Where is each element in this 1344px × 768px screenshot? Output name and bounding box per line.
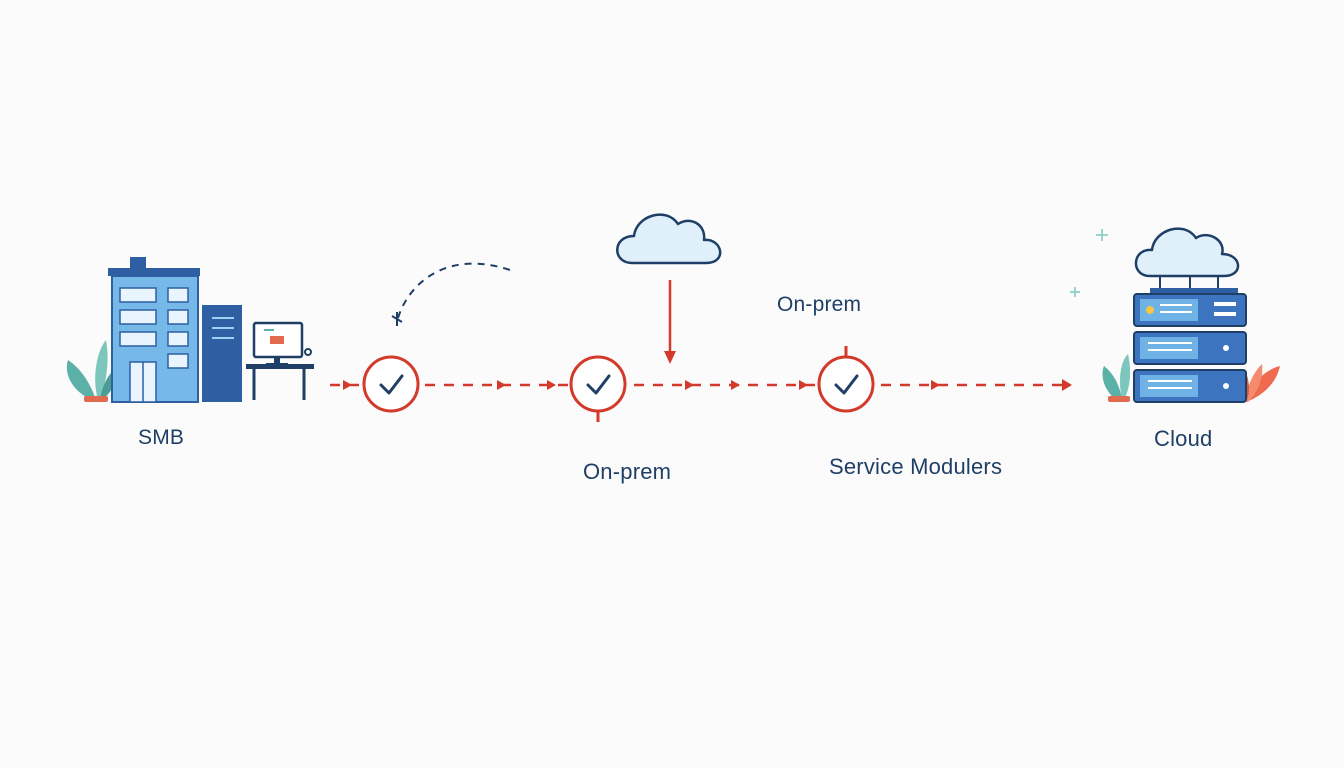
cloud-label: Cloud	[1154, 426, 1213, 451]
cloud-server-illustration	[1070, 227, 1280, 403]
computer-desk-icon	[246, 321, 314, 400]
smb-label: SMB	[138, 426, 185, 449]
flow-line	[330, 379, 1072, 391]
check-icon	[379, 374, 404, 395]
checkpoint-2	[569, 355, 627, 422]
smb-illustration	[66, 257, 314, 403]
checkpoint-1	[362, 355, 420, 413]
plant-right-icon	[1241, 364, 1280, 402]
arc-end-mark	[391, 312, 403, 326]
flow-arrowheads	[343, 379, 1072, 391]
check-icon	[834, 374, 859, 395]
down-arrow	[664, 280, 676, 364]
plant-left-icon	[66, 340, 118, 402]
onprem-label: On-prem	[583, 459, 672, 484]
cloud-icon	[616, 213, 722, 265]
plant-left-icon	[1102, 354, 1131, 402]
dashed-arc	[397, 262, 511, 319]
onprem-top-label: On-prem	[777, 293, 862, 316]
sparkle-icon	[1070, 229, 1108, 297]
server-rack-icon	[1133, 288, 1247, 403]
office-building-icon	[108, 257, 242, 403]
cloud-icon	[1134, 227, 1240, 288]
check-icon	[586, 374, 611, 395]
service-modulers-label: Service Modulers	[829, 454, 1003, 479]
checkpoint-3	[817, 346, 875, 413]
